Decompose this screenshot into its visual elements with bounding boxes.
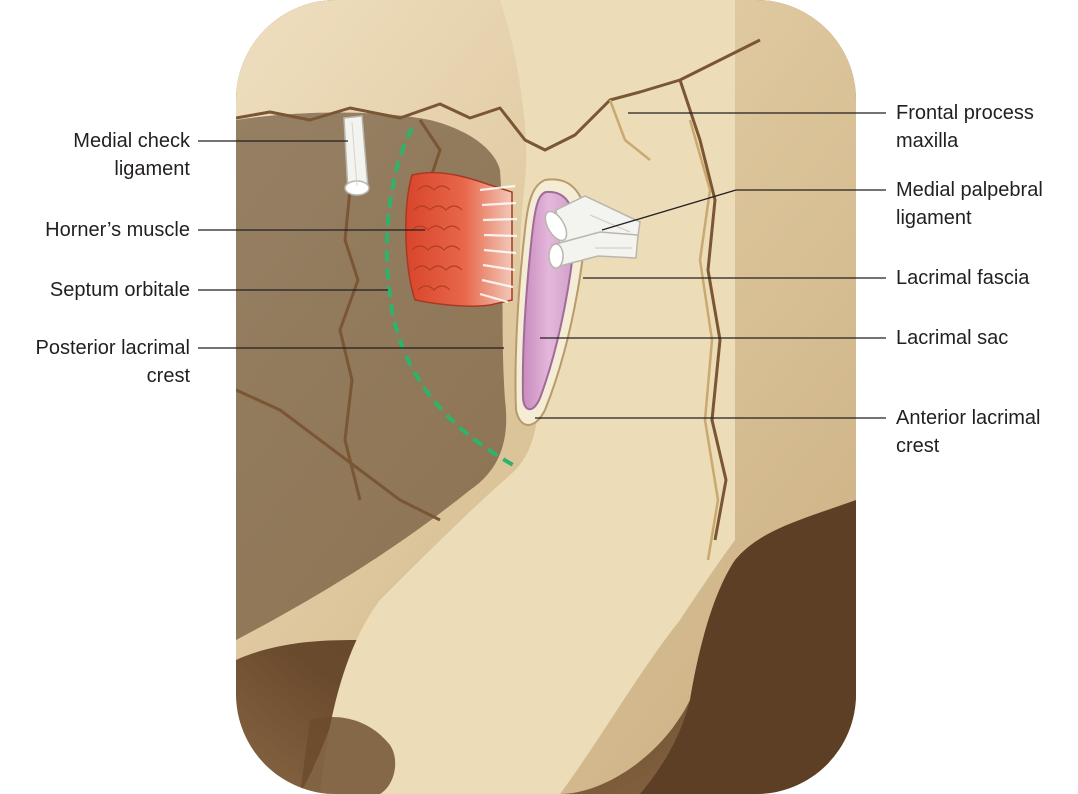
label-medial-palpebral-ligament: Medial palpebral ligament [896,176,1043,232]
label-septum-orbitale-line1: Septum orbitale [50,276,190,304]
label-frontal-process-maxilla-line1: Frontal process [896,99,1034,127]
label-posterior-lacrimal-crest-line2: crest [36,362,190,390]
label-medial-check-ligament: Medial check ligament [73,127,190,183]
label-medial-palpebral-ligament-line2: ligament [896,204,1043,232]
label-medial-palpebral-ligament-line1: Medial palpebral [896,176,1043,204]
label-lacrimal-sac-line1: Lacrimal sac [896,324,1008,352]
label-anterior-lacrimal-crest-line2: crest [896,432,1040,460]
label-posterior-lacrimal-crest: Posterior lacrimal crest [36,334,190,390]
label-lacrimal-fascia-line1: Lacrimal fascia [896,264,1029,292]
label-septum-orbitale: Septum orbitale [50,276,190,304]
label-horners-muscle: Horner’s muscle [45,216,190,244]
label-medial-check-ligament-line2: ligament [73,155,190,183]
label-lacrimal-fascia: Lacrimal fascia [896,264,1029,292]
label-posterior-lacrimal-crest-line1: Posterior lacrimal [36,334,190,362]
label-frontal-process-maxilla: Frontal process maxilla [896,99,1034,155]
label-lacrimal-sac: Lacrimal sac [896,324,1008,352]
label-anterior-lacrimal-crest: Anterior lacrimal crest [896,404,1040,460]
label-frontal-process-maxilla-line2: maxilla [896,127,1034,155]
label-anterior-lacrimal-crest-line1: Anterior lacrimal [896,404,1040,432]
label-medial-check-ligament-line1: Medial check [73,127,190,155]
label-horners-muscle-line1: Horner’s muscle [45,216,190,244]
horners-muscle-shape [406,173,517,307]
